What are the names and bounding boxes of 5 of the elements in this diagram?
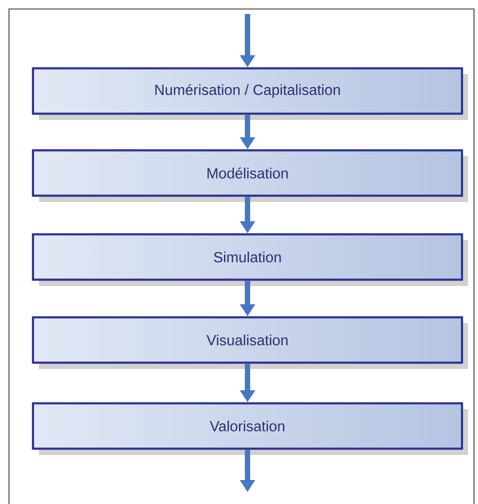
process-box: Valorisation — [32, 402, 468, 455]
process-box: Visualisation — [32, 316, 468, 369]
process-box: Simulation — [32, 233, 468, 286]
process-box: Numérisation / Capitalisation — [32, 67, 468, 120]
process-box: Modélisation — [32, 149, 468, 202]
